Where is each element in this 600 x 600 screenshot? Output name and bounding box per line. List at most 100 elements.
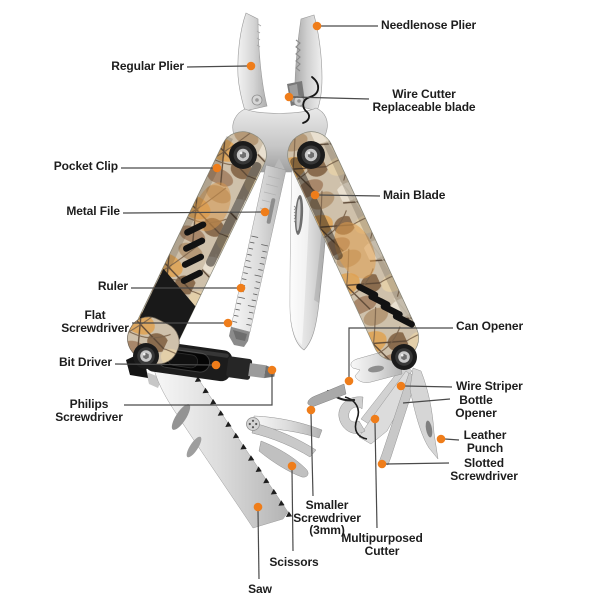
wire-cutter-outline-curve xyxy=(302,76,320,124)
label-saw: Saw xyxy=(248,582,272,596)
leader-line-wire-striper xyxy=(404,385,453,388)
leader-line-can-opener xyxy=(348,327,453,377)
handle-liner xyxy=(290,157,343,261)
leader-line-wire-cutter-replaceable-blade xyxy=(292,96,370,100)
ruler-tick xyxy=(249,241,255,244)
dot-multipurposed-cutter xyxy=(370,414,380,424)
ruler-tick xyxy=(262,250,267,253)
saw-tooth xyxy=(255,466,262,472)
ruler-tick xyxy=(254,287,259,290)
dot-philips-screwdriver xyxy=(267,365,277,375)
leader-line-saw xyxy=(257,510,260,580)
ruler-slot xyxy=(266,198,276,224)
saw-tooth xyxy=(225,421,232,427)
saw-tooth xyxy=(210,398,217,405)
scissors-screw-hole xyxy=(255,422,258,426)
label-flat-screwdriver: Flat Screwdriver xyxy=(61,308,129,335)
saw-tooth xyxy=(194,376,202,382)
saw-hole-1 xyxy=(171,404,191,430)
saw-tooth xyxy=(248,455,255,461)
handle-liner xyxy=(205,162,262,267)
pivot-screw-bottom-left xyxy=(133,343,159,369)
leader-line-regular-plier xyxy=(186,65,248,68)
saw-tooth xyxy=(202,387,209,394)
saw-tooth xyxy=(240,443,247,450)
label-ruler: Ruler xyxy=(97,279,128,293)
scissors-tool xyxy=(246,415,323,478)
dot-flat-screwdriver xyxy=(223,318,233,328)
leather-punch-eye xyxy=(425,420,433,438)
handle-slot xyxy=(183,237,206,252)
dot-needlenose-plier xyxy=(312,21,322,31)
label-bit-driver: Bit Driver xyxy=(58,355,112,369)
ruler-tick xyxy=(260,256,266,259)
scissors-pivot-screw xyxy=(246,417,260,431)
jaw-screw-right-center xyxy=(297,99,301,103)
jaw-screw-left-center xyxy=(255,98,259,102)
leader-line-slotted-screwdriver xyxy=(385,462,450,465)
ruler-tick xyxy=(258,269,263,271)
hex-bit xyxy=(248,363,266,379)
ruler-tick xyxy=(252,293,258,296)
saw-tooth xyxy=(285,511,293,517)
label-wire-cutter-replaceable-blade: Wire Cutter Replaceable blade xyxy=(372,87,476,114)
label-can-opener: Can Opener xyxy=(456,319,524,333)
label-philips-screwdriver: Philips Screwdriver xyxy=(55,397,123,424)
ruler-tick xyxy=(247,317,253,320)
ruler-tick xyxy=(247,305,255,308)
dot-smaller-screwdriver-3mm xyxy=(306,405,316,415)
leader-line-philips-screwdriver xyxy=(124,374,273,406)
dot-main-blade xyxy=(310,190,320,200)
ruler-tick xyxy=(248,311,254,314)
ruler-tick xyxy=(247,253,252,256)
saw-tooth xyxy=(232,432,240,439)
handle-slot xyxy=(181,253,205,268)
dot-saw xyxy=(253,502,263,512)
multipurposed-cutter-hook xyxy=(338,396,366,434)
handle-slot xyxy=(180,269,203,284)
ruler-tick xyxy=(246,323,251,326)
ruler-tick xyxy=(248,247,254,250)
label-metal-file: Metal File xyxy=(66,204,120,218)
handle-slot xyxy=(184,221,207,236)
label-multipurposed-cutter: Multipurposed Cutter xyxy=(341,531,423,558)
can-opener-hole xyxy=(368,365,384,373)
handle-edge-shade xyxy=(323,140,414,326)
saw-teeth xyxy=(194,376,293,517)
label-main-blade: Main Blade xyxy=(383,188,446,202)
saw-tooth xyxy=(263,477,270,484)
left-handle xyxy=(127,131,267,365)
ruler-tick xyxy=(255,281,261,283)
dot-ruler xyxy=(236,283,246,293)
handle-edge-shade xyxy=(143,135,233,311)
label-needlenose-plier: Needlenose Plier xyxy=(381,18,477,32)
dot-pocket-clip xyxy=(212,163,222,173)
leader-line-smaller-screwdriver-3mm xyxy=(310,413,314,497)
camo-leaf-patch xyxy=(334,222,376,279)
ruler-tick xyxy=(251,235,259,238)
handle-slot xyxy=(392,313,415,328)
saw-hole-2 xyxy=(186,436,202,458)
jaw-teeth xyxy=(295,39,301,72)
dot-bit-driver xyxy=(211,360,221,370)
leader-line-scissors xyxy=(291,469,294,552)
leader-line-leather-punch xyxy=(444,438,460,441)
ruler-tick xyxy=(254,274,262,277)
pivot-screw-bottom-right xyxy=(391,344,417,370)
scissors-bottom-blade xyxy=(251,422,317,458)
ruler-tick xyxy=(261,244,269,247)
ruler-tick xyxy=(233,314,239,317)
ruler-tick xyxy=(235,308,240,311)
label-scissors: Scissors xyxy=(269,555,319,569)
bit-holder xyxy=(226,356,253,380)
saw-tooth xyxy=(278,500,285,506)
blade-grip-texture xyxy=(293,205,296,223)
dot-metal-file xyxy=(260,207,270,217)
pivot-screw-top-right xyxy=(297,141,325,169)
leader-line-bottle-opener xyxy=(402,398,451,404)
scissors-screw-hole xyxy=(251,426,255,429)
label-slotted-screwdriver: Slotted Screwdriver xyxy=(450,456,518,483)
ruler-tick xyxy=(259,262,265,265)
label-leather-punch: Leather Punch xyxy=(463,428,507,455)
